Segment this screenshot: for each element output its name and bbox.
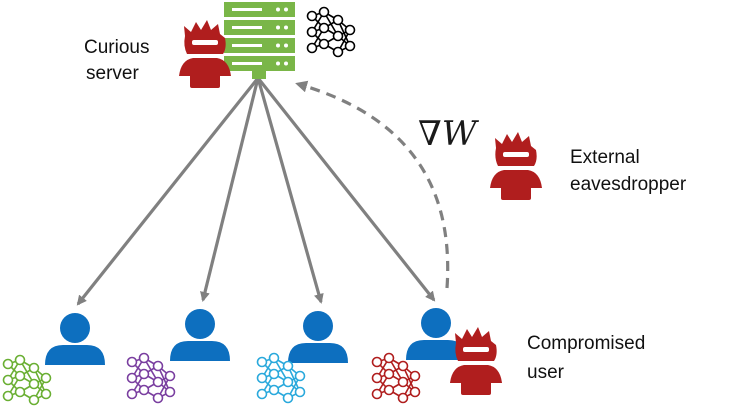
arrow-to-user-4 — [256, 77, 436, 302]
user-neural-network-icon — [371, 352, 421, 404]
user-icon — [288, 311, 348, 363]
gradient-upload-arrow — [295, 80, 450, 289]
server-rack-icon — [224, 2, 295, 79]
eavesdropper-label-line1: External — [570, 147, 640, 168]
user-icon — [45, 313, 105, 365]
broadcast-arrows — [76, 77, 436, 306]
eavesdropper-label-line2: eavesdropper — [570, 174, 687, 195]
curious-server-hacker-icon — [179, 20, 231, 88]
arrow-to-user-3 — [256, 77, 324, 304]
arrow-to-user-1 — [76, 77, 260, 306]
curious-server-label-line1: Curious — [84, 37, 150, 58]
gradient-label: ∇W — [418, 114, 477, 154]
user-neural-network-icon — [2, 354, 52, 406]
compromised-user-hacker-icon — [450, 327, 502, 395]
user-neural-network-icon — [126, 352, 176, 404]
compromised-user-label-line1: Compromised — [527, 333, 646, 354]
external-eavesdropper-hacker-icon — [490, 132, 542, 200]
curious-server-label-line2: server — [86, 63, 139, 84]
compromised-user-label-line2: user — [527, 362, 564, 383]
server-neural-network-icon — [306, 6, 356, 58]
arrow-to-user-2 — [200, 77, 260, 302]
user-icon — [170, 309, 230, 361]
